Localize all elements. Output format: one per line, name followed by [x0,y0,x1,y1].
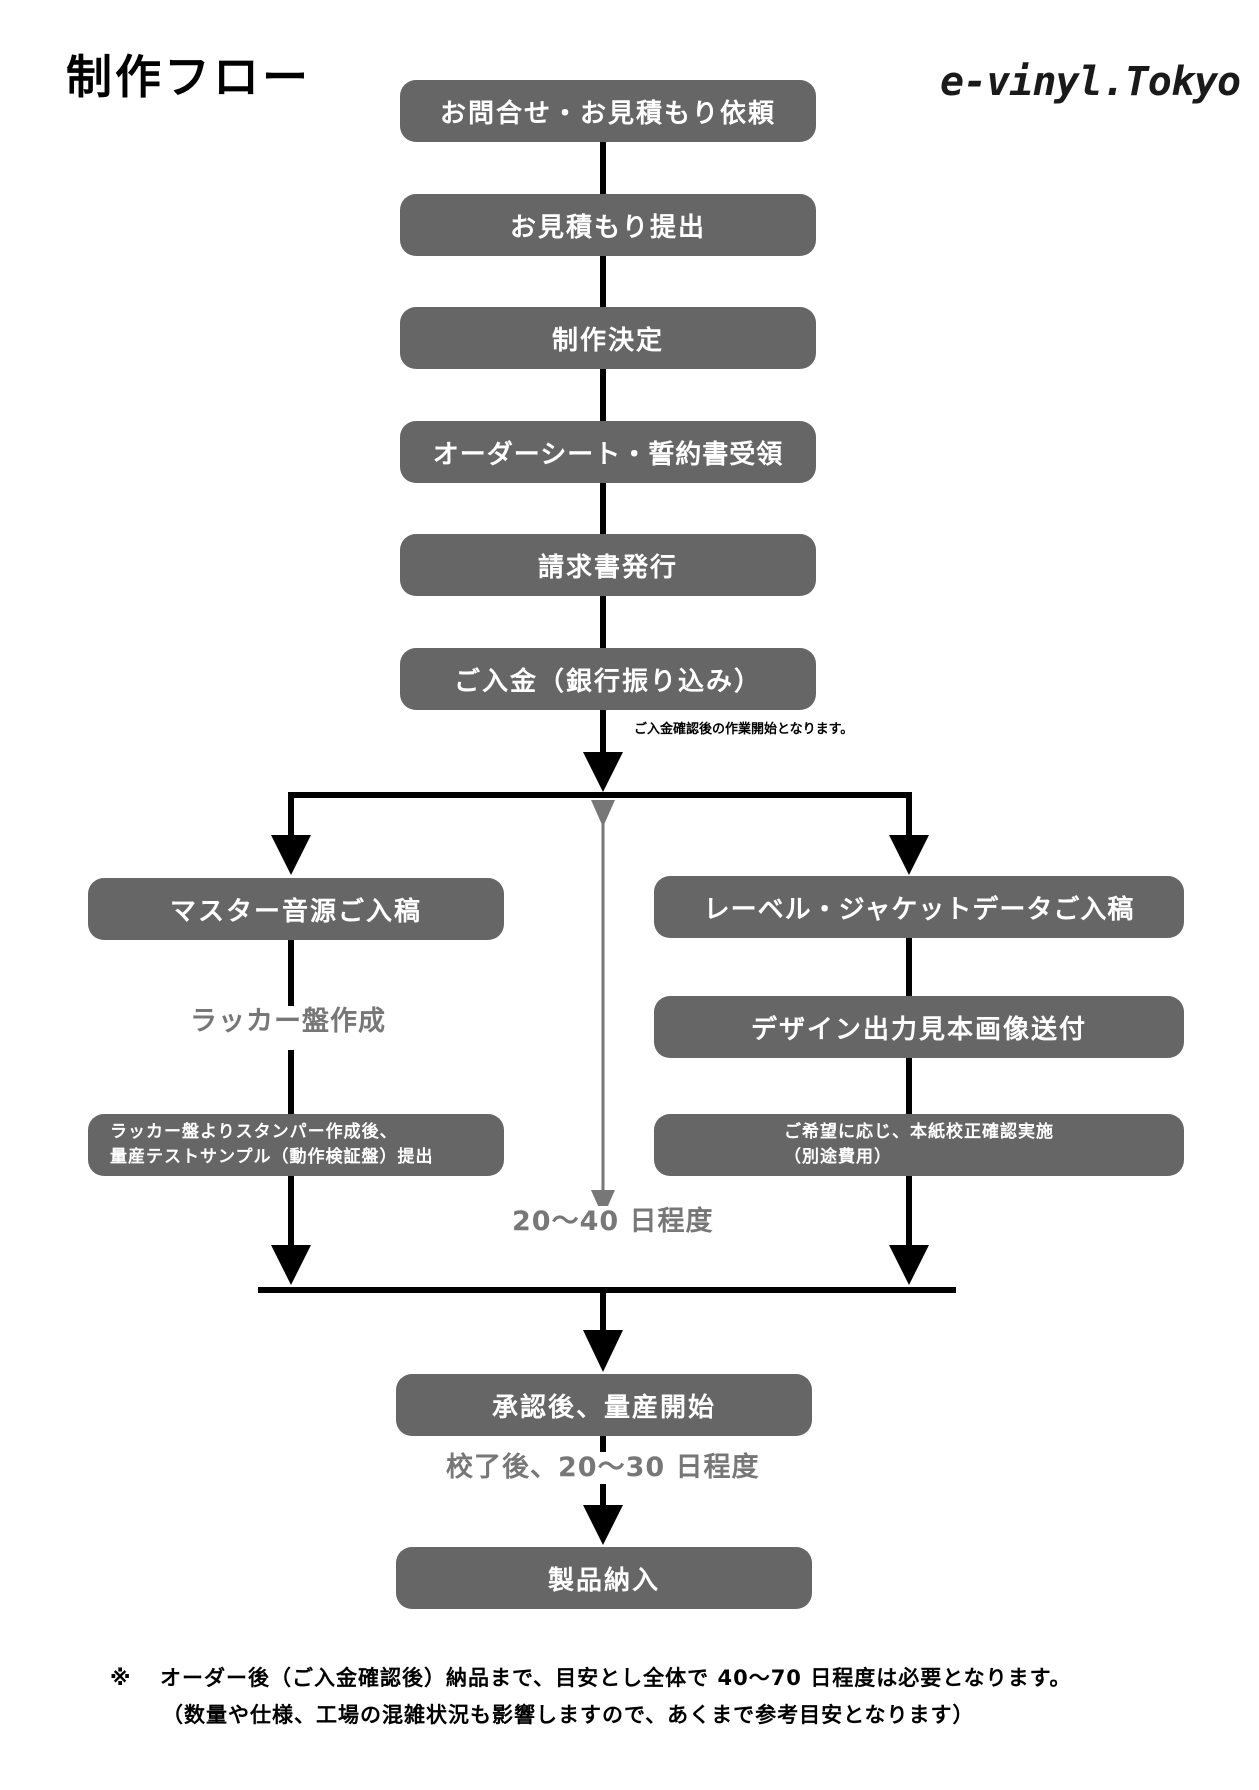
step-test-sample: ラッカー盤よりスタンパー作成後、 量産テストサンプル（動作検証盤）提出 [88,1114,504,1176]
lacquer-label: ラッカー盤作成 [186,1006,390,1039]
step-paper-proof: ご希望に応じ、本紙校正確認実施 （別途費用） [654,1114,1184,1176]
payment-note: ご入金確認後の作業開始となります。 [634,722,854,737]
split-bar [288,792,912,840]
duration-production-label: 校了後、20〜30 日程度 [440,1452,766,1485]
arrowhead-down-right-top [889,835,929,875]
test-sample-line2: 量産テストサンプル（動作検証盤）提出 [110,1147,434,1167]
brand-logo: e-vinyl.Tokyo [940,59,1241,105]
footnote: ※ オーダー後（ご入金確認後）納品まで、目安とし全体で 40〜70 日程度は必要と… [110,1660,1072,1734]
footnote-line1: ※ オーダー後（ご入金確認後）納品まで、目安とし全体で 40〜70 日程度は必要と… [110,1660,1072,1697]
paper-proof-line1: ご希望に応じ、本紙校正確認実施 [784,1122,1054,1143]
step-inquiry: お問合せ・お見積もり依頼 [400,80,816,142]
step-master-upload: マスター音源ご入稿 [88,878,504,940]
step-design-proof: デザイン出力見本画像送付 [654,996,1184,1058]
footnote-text1: オーダー後（ご入金確認後）納品まで、目安とし全体で 40〜70 日程度は必要とな… [160,1666,1072,1690]
duration-mid-label: 20〜40 日程度 [508,1206,718,1239]
test-sample-line1: ラッカー盤よりスタンパー作成後、 [110,1122,398,1143]
footnote-line2: （数量や仕様、工場の混雑状況も影響しますので、あくまで参考目安となります） [162,1702,975,1727]
arrowhead-down-main [583,752,623,792]
step-estimate: お見積もり提出 [400,194,816,256]
arrowhead-down-merge [583,1330,623,1372]
step-decision: 制作決定 [400,307,816,369]
arrowhead-down-left-top [271,835,311,875]
footnote-mark: ※ [110,1666,132,1690]
step-order-sheet: オーダーシート・誓約書受領 [400,421,816,483]
paper-proof-line2: （別途費用） [784,1147,892,1167]
arrowhead-down-production [583,1505,623,1545]
step-label-data-upload: レーベル・ジャケットデータご入稿 [654,876,1184,938]
page-title: 制作フロー [66,50,311,104]
step-delivery: 製品納入 [396,1547,812,1609]
arrowhead-down-left-bottom [271,1245,311,1285]
arrowhead-down-right-bottom [889,1245,929,1285]
step-approval: 承認後、量産開始 [396,1374,812,1436]
step-invoice: 請求書発行 [400,534,816,596]
step-payment: ご入金（銀行振り込み） [400,648,816,710]
